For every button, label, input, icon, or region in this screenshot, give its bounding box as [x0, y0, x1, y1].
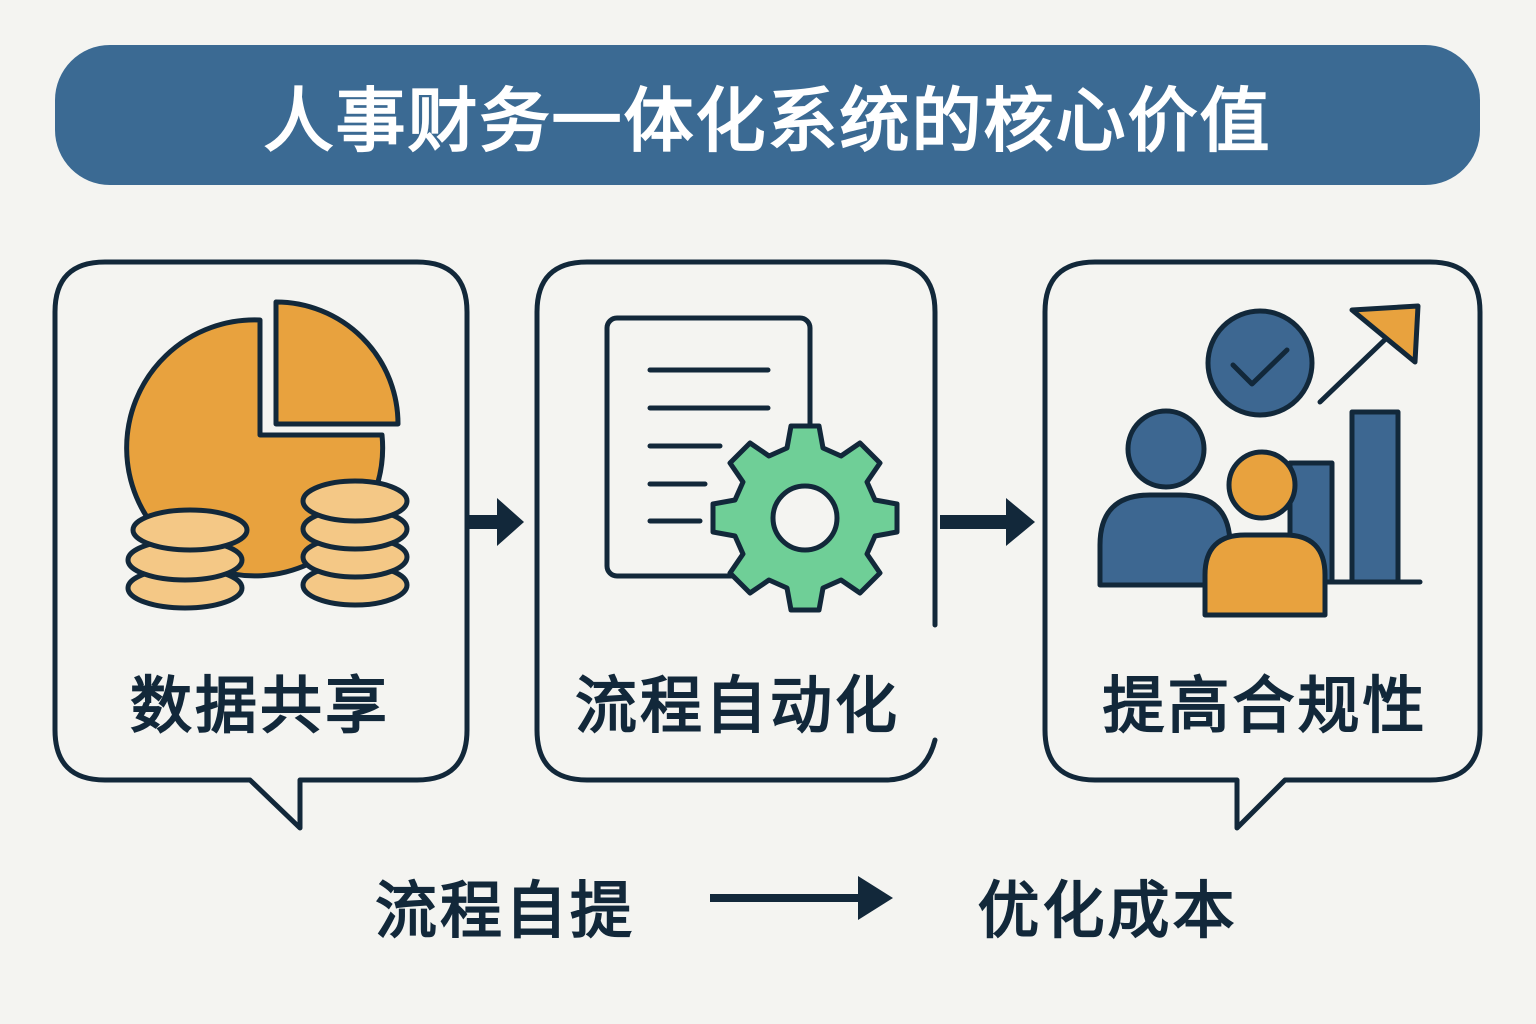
card-2-frame	[534, 259, 938, 783]
people-chart-check-icon	[1097, 303, 1423, 618]
document-gear-icon	[604, 315, 900, 613]
card-3-frame	[1042, 259, 1483, 831]
bottom-left-label: 流程自提	[374, 874, 635, 947]
card-2-label: 流程自动化	[574, 669, 900, 742]
card-1-frame	[52, 259, 470, 831]
card-3-label: 提高合规性	[1102, 669, 1428, 742]
title-banner: 人事财务一体化系统的核心价值	[55, 45, 1480, 185]
arrow-1-icon	[468, 498, 524, 546]
arrow-2-icon	[940, 498, 1035, 546]
card-1-label: 数据共享	[129, 669, 390, 742]
arrow-bottom-icon	[710, 876, 893, 920]
bottom-right-label: 优化成本	[977, 874, 1238, 947]
pie-chart-coins-icon	[124, 299, 410, 611]
page-title: 人事财务一体化系统的核心价值	[263, 79, 1272, 162]
